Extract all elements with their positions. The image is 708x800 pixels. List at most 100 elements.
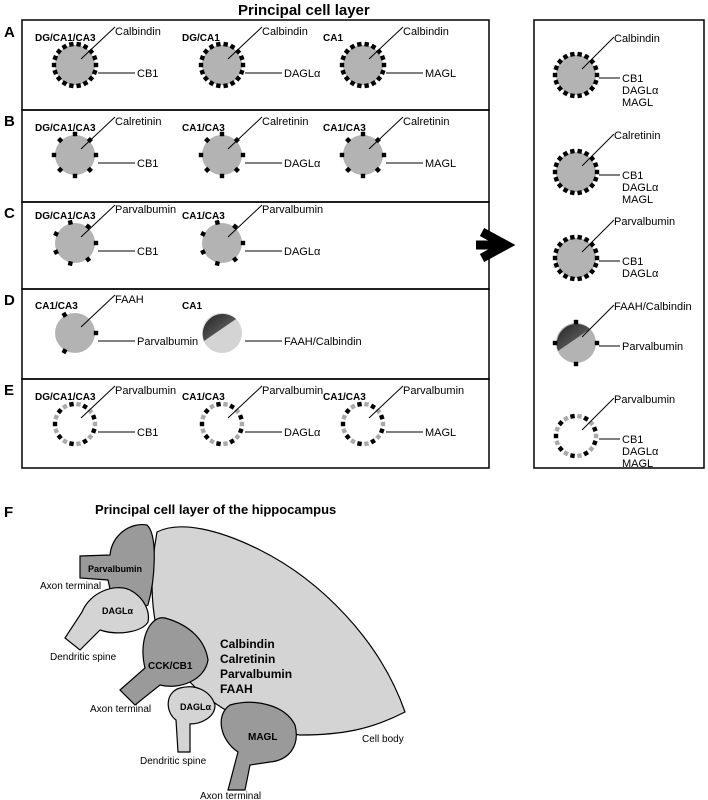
summary-side-label: MAGL <box>622 194 653 206</box>
cell-body-marker: Parvalbumin <box>220 667 292 681</box>
receptor-tick <box>591 426 598 432</box>
receptor-tick <box>349 43 356 50</box>
leader-line <box>581 397 615 431</box>
receptor-tick <box>229 80 236 87</box>
receptor-tick <box>234 408 241 415</box>
side-label: DAGLα <box>284 427 321 439</box>
receptor-tick <box>363 401 370 407</box>
receptor-tick <box>219 131 225 137</box>
receptor-tick <box>208 43 215 50</box>
receptor-tick <box>232 256 239 263</box>
receptor-tick <box>61 311 68 318</box>
receptor-tick <box>577 276 583 282</box>
receptor-tick <box>93 62 99 68</box>
summary-side-label: MAGL <box>622 458 653 470</box>
summary-side-label: CB1 <box>622 73 643 85</box>
receptor-tick <box>583 236 590 243</box>
dagla-spine-1-shape <box>64 587 150 651</box>
leader-line <box>368 385 404 419</box>
leader-line <box>581 133 615 167</box>
receptor-tick <box>237 428 244 434</box>
receptor-tick <box>593 433 599 439</box>
receptor-tick <box>82 80 89 87</box>
receptor-tick <box>200 428 207 434</box>
receptor-tick <box>61 80 68 87</box>
receptor-tick <box>343 75 351 82</box>
region-label: CA1/CA3 <box>35 301 78 312</box>
receptor-tick <box>582 415 590 422</box>
summary-side-label: CB1 <box>622 170 643 182</box>
receptor-tick <box>68 401 75 407</box>
dagla-spine-2-shape <box>167 686 216 753</box>
receptor-tick <box>198 152 204 158</box>
receptor-tick <box>200 230 207 237</box>
side-label: CB1 <box>137 427 158 439</box>
side-label: MAGL <box>425 68 456 80</box>
leader-line <box>368 26 404 60</box>
receptor-tick <box>55 75 63 82</box>
summary-top-label: Parvalbumin <box>614 394 675 406</box>
row-letter-b: B <box>4 113 15 130</box>
receptor-tick <box>72 173 78 179</box>
receptor-tick <box>349 438 357 445</box>
receptor-tick <box>591 440 598 446</box>
receptor-tick <box>199 69 206 76</box>
receptor-tick <box>57 166 64 173</box>
receptor-tick <box>202 75 210 82</box>
receptor-tick <box>577 190 583 196</box>
region-label: CA1/CA3 <box>323 392 366 403</box>
receptor-tick <box>381 62 387 68</box>
receptor-tick <box>61 43 68 50</box>
receptor-ticks <box>52 401 98 447</box>
receptor-tick <box>582 450 590 457</box>
receptor-tick <box>577 148 583 154</box>
region-label: DG/CA1 <box>182 33 220 44</box>
receptor-tick <box>85 223 92 230</box>
panel-f-letter: F <box>4 504 13 521</box>
receptor-tick <box>556 155 564 162</box>
receptor-tick <box>583 273 590 280</box>
receptor-tick <box>577 93 583 99</box>
marker-label: Parvalbumin <box>115 385 176 397</box>
receptor-tick <box>232 223 239 230</box>
receptor-tick <box>67 260 73 267</box>
side-label: CB1 <box>137 246 158 258</box>
receptor-tick <box>91 54 98 61</box>
receptor-tick <box>588 445 595 452</box>
summary-side-label: CB1 <box>622 256 643 268</box>
receptor-tick <box>238 69 245 76</box>
receptor-tick <box>562 273 569 280</box>
receptor-tick <box>93 152 99 158</box>
receptor-tick <box>239 421 245 427</box>
receptor-tick <box>344 433 351 440</box>
receptor-tick <box>592 176 599 183</box>
marker-label: FAAH <box>115 294 144 306</box>
receptor-tick <box>215 441 222 447</box>
receptor-tick <box>556 268 564 275</box>
receptor-tick <box>199 421 205 427</box>
receptor-tick <box>90 414 97 420</box>
receptor-tick <box>360 131 366 137</box>
receptor-tick <box>569 234 575 240</box>
receptor-tick <box>569 276 575 282</box>
receptor-tick <box>203 408 210 415</box>
leader-line <box>227 385 263 419</box>
receptor-tick <box>199 54 206 61</box>
receptor-tick <box>562 150 569 157</box>
region-label: DG/CA1/CA3 <box>35 123 96 134</box>
receptor-tick <box>375 408 382 415</box>
receptor-tick <box>340 69 347 76</box>
leader-line <box>80 116 116 150</box>
side-label: MAGL <box>425 427 456 439</box>
receptor-tick <box>208 403 216 410</box>
summary-top-label: FAAH/Calbindin <box>614 301 692 313</box>
receptor-tick <box>379 54 386 61</box>
faah-calbindin-sector <box>556 323 590 351</box>
receptor-tick <box>343 48 351 55</box>
marker-label: Calretinin <box>403 116 449 128</box>
